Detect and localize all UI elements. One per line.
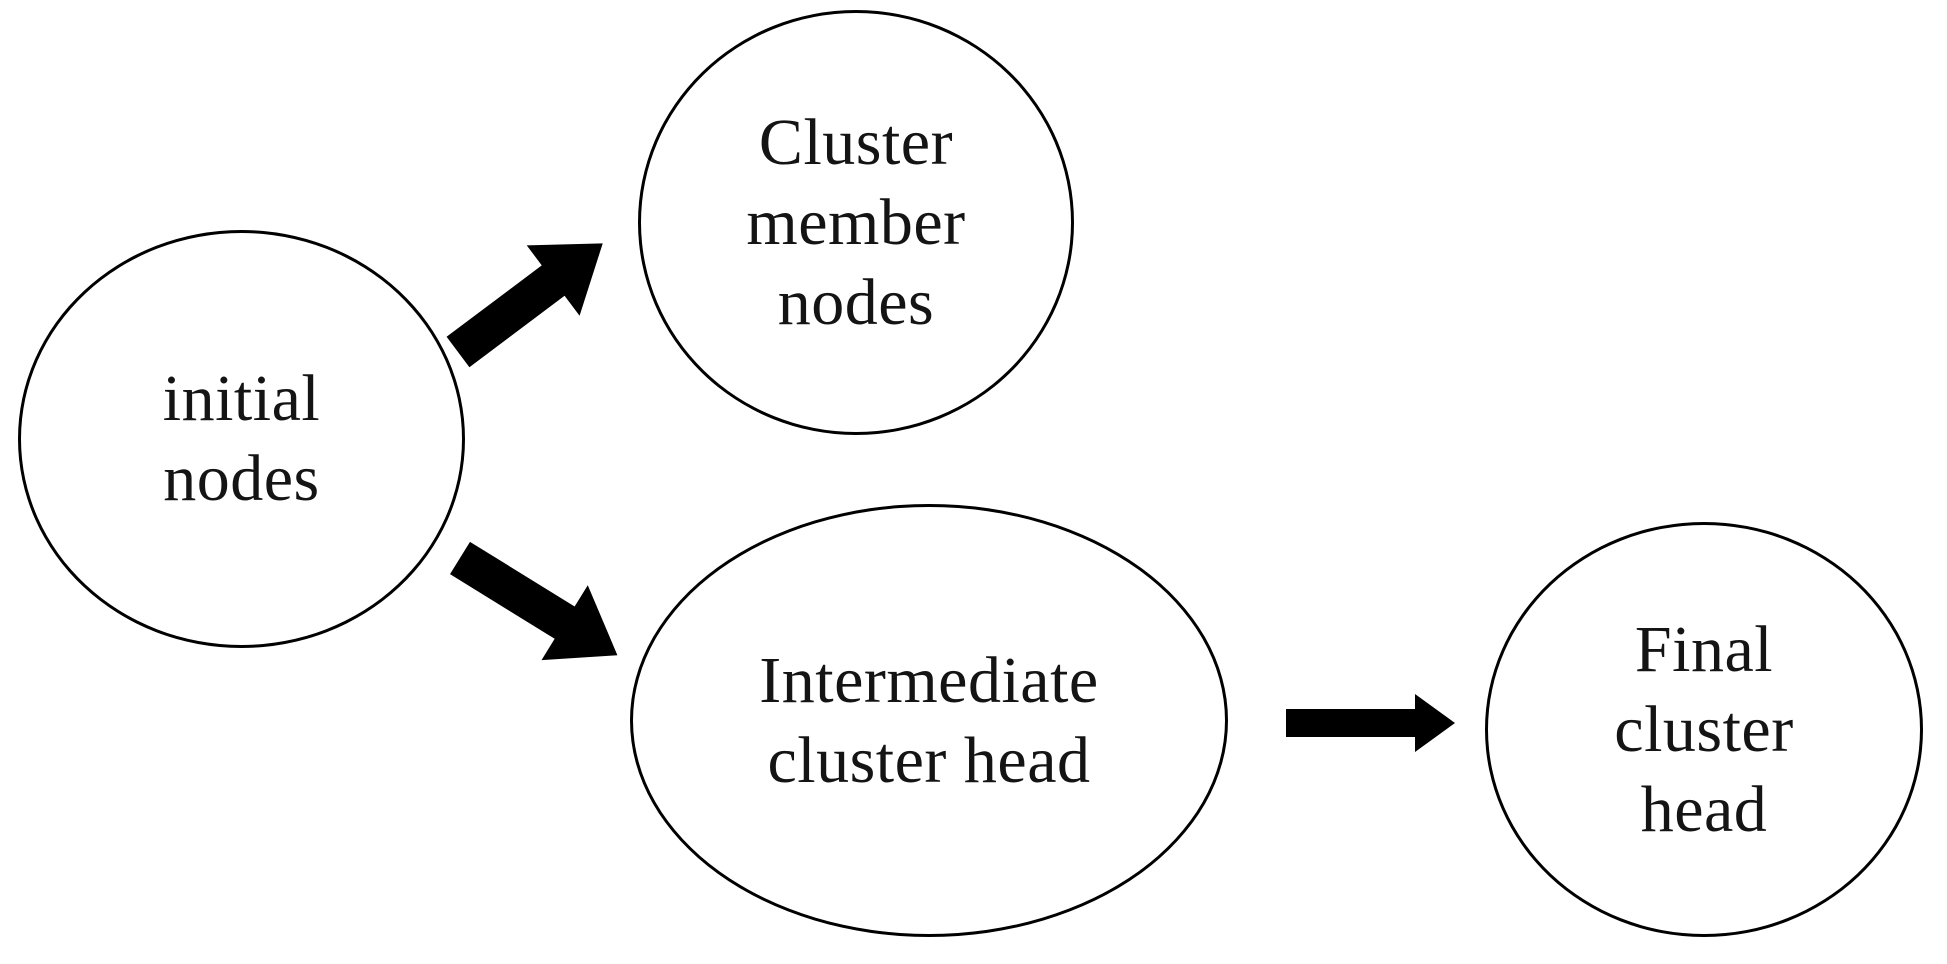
node-cluster-member-nodes-label: Cluster member nodes [746,105,966,339]
node-final-cluster-head-label: Final cluster head [1614,612,1794,846]
node-initial-nodes: initial nodes [18,230,465,648]
node-initial-nodes-label: initial nodes [162,362,321,515]
node-cluster-member-nodes: Cluster member nodes [638,10,1074,435]
node-intermediate-cluster-head-label: Intermediate cluster head [759,643,1099,797]
node-intermediate-cluster-head: Intermediate cluster head [630,504,1228,937]
arrow-intermediate-to-final [1286,694,1455,752]
arrow-initial-to-intermediate [450,541,618,661]
node-final-cluster-head: Final cluster head [1485,522,1923,937]
arrow-initial-to-cluster-member [446,243,603,368]
